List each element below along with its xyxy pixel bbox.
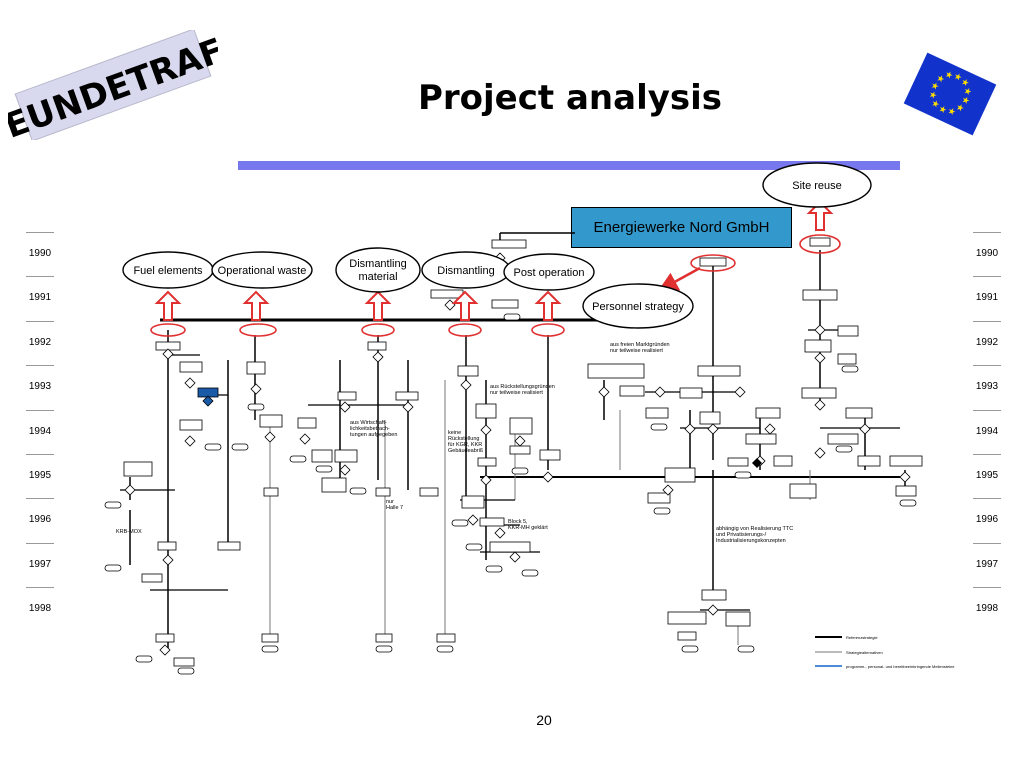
year-divider	[973, 276, 1001, 278]
category-dismantling-material-line1: Dismantling	[349, 258, 406, 270]
year-label-1992: 1992	[975, 336, 999, 348]
annotation-ttc-1: abhängig von Realisierung TTC	[716, 526, 793, 532]
eu-flag-icon: ★★★ ★★★ ★★★ ★★★	[903, 52, 997, 136]
annotation-ttc-3: Industrialisierungskonzepten	[716, 538, 786, 544]
annotation-keine-4: Gebäudeabriß	[448, 448, 484, 454]
category-fuel-elements: Fuel elements	[133, 265, 203, 277]
year-divider	[973, 454, 1001, 455]
company-box: Energiewerke Nord GmbH	[571, 207, 792, 248]
year-label-1990: 1990	[28, 248, 52, 259]
year-label-1993: 1993	[28, 381, 52, 393]
year-divider	[26, 409, 54, 411]
title-rule	[238, 161, 900, 170]
year-divider	[26, 276, 54, 278]
page-title: Project analysis	[417, 78, 723, 118]
svg-text:★: ★	[952, 71, 964, 83]
category-dismantling-material-line2: material	[358, 271, 397, 283]
year-label-1991: 1991	[975, 292, 999, 304]
year-divider	[26, 454, 54, 455]
annotation-rueckstellung-2: nur teilweise realisiert	[490, 390, 543, 396]
svg-text:★: ★	[934, 73, 946, 85]
year-label-1997: 1997	[28, 558, 52, 570]
year-divider	[973, 320, 1001, 322]
annotation-block-1: Block 5,	[508, 519, 528, 525]
year-divider	[973, 365, 1001, 367]
year-label-1992: 1992	[28, 336, 52, 348]
year-label-1995: 1995	[975, 470, 999, 481]
year-divider	[26, 232, 54, 233]
annotation-markt-1: aus freien Marktgründen	[610, 342, 670, 348]
svg-text:★: ★	[929, 98, 941, 110]
svg-text:★: ★	[962, 86, 974, 98]
legend: Referenzstrategie Strategiealternativen …	[815, 635, 955, 669]
year-divider	[26, 320, 54, 322]
year-label-1993: 1993	[975, 381, 999, 393]
annotation-wirtschaft-3: tungen aufgegeben	[350, 432, 397, 438]
svg-text:★: ★	[929, 81, 941, 93]
year-label-1991: 1991	[28, 292, 52, 304]
svg-text:★: ★	[927, 90, 939, 102]
year-divider	[973, 232, 1001, 233]
eundetraf-logo: EUNDETRAF	[8, 30, 218, 140]
year-label-1990: 1990	[975, 248, 999, 259]
year-divider	[973, 498, 1001, 500]
year-divider	[26, 542, 54, 544]
year-divider	[26, 498, 54, 500]
year-label-1998: 1998	[975, 603, 999, 615]
svg-text:★: ★	[946, 106, 958, 118]
category-operational-waste: Operational waste	[218, 265, 307, 277]
svg-text:★: ★	[960, 95, 972, 107]
year-divider	[973, 409, 1001, 411]
annotation-keine-2: Rückstellung	[448, 436, 480, 442]
year-label-1997: 1997	[975, 558, 999, 570]
page-number: 20	[536, 712, 552, 728]
svg-text:★: ★	[959, 77, 971, 89]
svg-text:★: ★	[937, 104, 949, 116]
svg-text:★: ★	[943, 69, 955, 81]
year-divider	[973, 587, 1001, 589]
annotation-krb-mox: KRB-MOX	[116, 529, 142, 535]
year-label-1995: 1995	[28, 470, 52, 481]
year-divider	[973, 542, 1001, 544]
category-dismantling: Dismantling	[437, 265, 494, 277]
category-site-reuse: Site reuse	[792, 180, 842, 192]
annotation-halle-1: nur	[386, 499, 394, 505]
year-divider	[26, 587, 54, 589]
year-label-1996: 1996	[28, 514, 52, 526]
legend-strategiealternativen: Strategiealternativen	[846, 650, 883, 655]
category-post-operation: Post operation	[514, 267, 585, 279]
year-label-1994: 1994	[28, 425, 52, 437]
annotation-ttc-2: und Privatisierungs-/	[716, 532, 767, 538]
year-divider	[26, 365, 54, 367]
annotation-markt-2: nur teilweise realisiert	[610, 348, 663, 354]
annotation-block-2: KKR-MH geklärt	[508, 525, 548, 531]
annotation-rueckstellung-1: aus Rückstellungsgründen	[490, 384, 555, 390]
svg-text:★: ★	[954, 102, 966, 114]
annotation-halle-2: Halle 7	[386, 505, 403, 511]
year-label-1994: 1994	[975, 425, 999, 437]
legend-referenzstrategie: Referenzstrategie	[846, 635, 878, 640]
legend-meilensteine: programm-, personal- und bereitbeeinbrin…	[846, 664, 955, 669]
annotation-wirtschaft-1: aus Wirtschaft-	[350, 420, 387, 426]
year-label-1996: 1996	[975, 514, 999, 526]
annotation-keine-1: keine	[448, 430, 461, 436]
annotation-wirtschaft-2: lichkeitsbetrach-	[350, 426, 390, 432]
year-label-1998: 1998	[28, 603, 52, 615]
annotation-keine-3: für KGR, KKR	[448, 442, 482, 448]
category-personnel-strategy: Personnel strategy	[592, 301, 684, 313]
